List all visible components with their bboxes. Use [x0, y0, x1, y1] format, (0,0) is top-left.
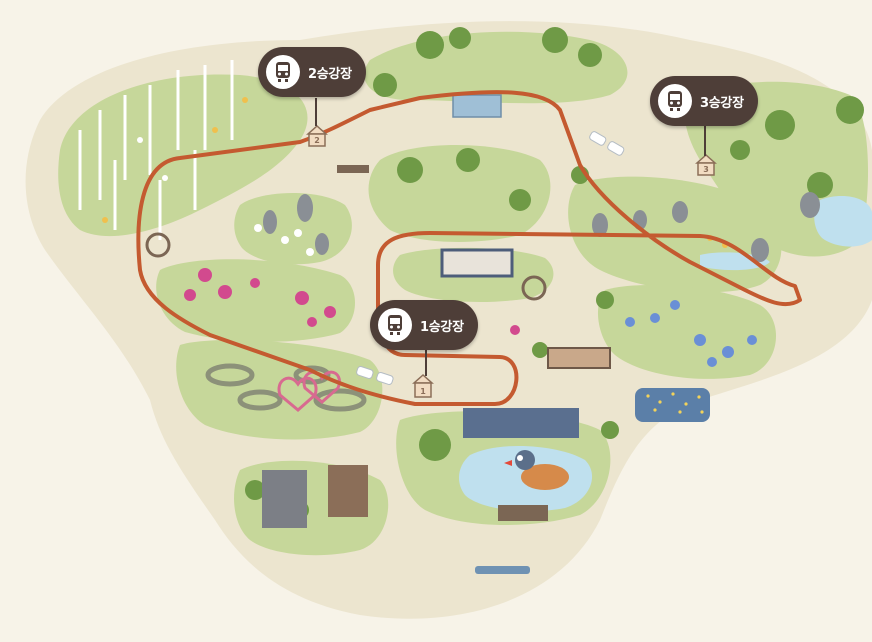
station-1-pin[interactable]: 1승강장: [370, 300, 478, 350]
station-1-pin-stem: [425, 350, 427, 376]
east-building: [262, 470, 307, 528]
tram-icon: [266, 55, 300, 89]
greenhouse-icon: [452, 94, 502, 118]
shelter: [337, 165, 369, 173]
station-2-pin[interactable]: 2승강장: [258, 47, 366, 97]
visitor-center: [463, 408, 579, 438]
pink-flowers: [184, 268, 520, 335]
blue-flowers: [625, 300, 757, 367]
waterwheel-icon: [145, 232, 547, 301]
station-2-sign-number: 2: [314, 136, 320, 145]
pond-pavilion: [498, 505, 548, 521]
hanok-building: [547, 347, 611, 369]
station-2-pin-stem: [315, 98, 317, 126]
tram-icon: [658, 84, 692, 118]
station-sign-icon: [306, 124, 717, 398]
glass-pavilion: [635, 388, 710, 422]
white-flowers: [137, 137, 314, 256]
station-1-sign-number: 1: [420, 387, 426, 396]
tram-icon: [378, 308, 412, 342]
pavilion-lights: [646, 392, 704, 414]
mandarin-duck-icon: [504, 450, 569, 490]
west-building: [328, 465, 368, 517]
station-2-label: 2승강장: [308, 66, 352, 82]
station-3-sign-number: 3: [703, 165, 709, 174]
station-3-pin-stem: [704, 126, 706, 156]
hall-building: [440, 248, 514, 278]
birch-forest: [78, 60, 234, 240]
east-pond: [814, 196, 872, 247]
station-1-label: 1승강장: [420, 319, 464, 335]
station-3-label: 3승강장: [700, 95, 744, 111]
entrance-bridge: [475, 566, 530, 574]
tram-vehicles: [356, 131, 625, 385]
stone-circles: [205, 363, 367, 412]
rock-garden-stream: [700, 252, 770, 271]
station-3-pin[interactable]: 3승강장: [650, 76, 758, 126]
rocks: [263, 192, 820, 262]
